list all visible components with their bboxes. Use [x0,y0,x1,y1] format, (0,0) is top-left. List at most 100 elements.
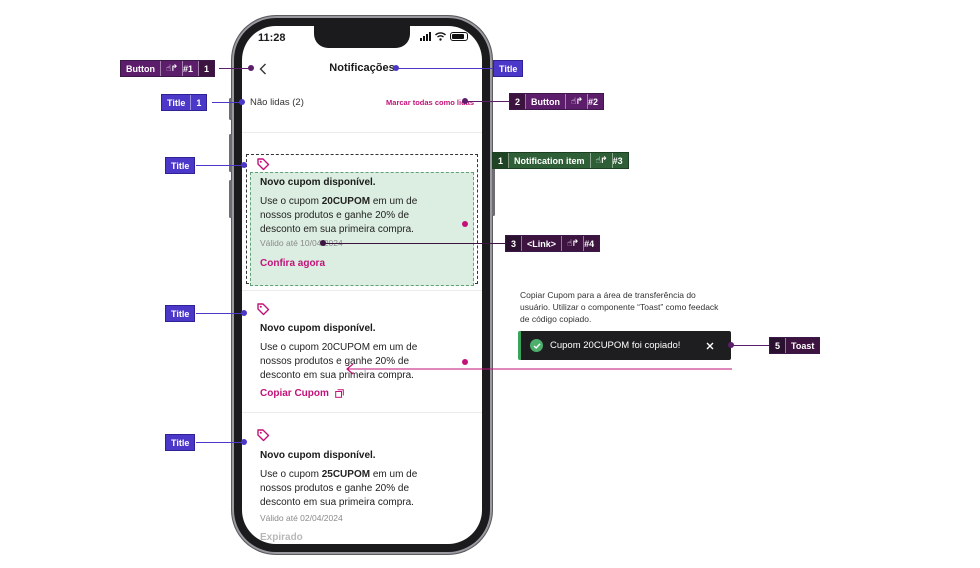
annotation-dot [320,240,326,246]
confira-agora-link[interactable]: Confira agora [260,258,326,269]
annotation-dot [393,65,399,71]
annotation-back-button: Button ☝↱ #1 1 [120,60,216,77]
divider [242,132,482,133]
annotation-connector [196,165,244,166]
body-text: em um de nossos produtos e ganhe 20% de … [260,469,418,508]
check-circle-icon [530,339,543,352]
hand-pointer-icon: ☝↱ [566,94,589,109]
notification-body: Use o cupom 25CUPOM em um de nossos prod… [260,468,436,510]
chevron-left-icon [259,63,266,75]
annotation-number: 1 [196,97,202,108]
annotation-type: Notification item [509,153,591,168]
wifi-icon [435,32,446,41]
annotation-type: Toast [791,340,815,351]
annotation-page-title: Title [493,60,524,77]
annotation-dot [239,99,245,105]
copy-coupon-button[interactable]: Copiar Cupom [260,388,344,399]
annotation-type: Title [171,437,190,448]
annotation-toast: 5 Toast [769,337,821,354]
annotation-notification-title: Title [165,434,196,451]
annotation-dot [248,65,254,71]
validity-date: Válido até 02/04/2024 [260,513,343,523]
coupon-tag-icon [257,303,270,316]
copy-to-toast-arrow [346,363,732,375]
annotation-number: 1 [199,61,215,76]
hand-pointer-icon: ☝↱ [161,61,184,76]
battery-icon [450,32,468,41]
body-text: Use o cupom [260,469,322,480]
divider [242,290,482,291]
signal-icon [420,32,431,41]
annotation-connector [212,102,242,103]
annotation-connector [731,345,769,346]
unread-title: Não lidas (2) [250,97,304,108]
phone-side-button [229,134,232,172]
annotation-type: Button [526,94,567,109]
validity-date: Válido até 10/04/2024 [260,238,343,248]
status-icons [420,32,468,41]
coupon-code: 25CUPOM [321,469,371,480]
annotation-dot [241,310,247,316]
phone-side-button [229,180,232,218]
coupon-tag-icon [257,429,270,442]
phone-side-button [492,156,495,216]
toast-close-button[interactable] [703,339,717,353]
close-icon [706,342,714,349]
back-button[interactable] [254,60,272,78]
annotation-mark-all-button: 2 Button ☝↱ #2 [509,93,605,110]
annotation-number: 5 [770,338,787,353]
annotation-dot [462,98,468,104]
unread-dot [462,359,468,365]
notification-item-highlight [250,172,474,286]
annotation-ref: #3 [612,155,623,166]
phone-screen: 11:28 Notificações Não lidas (2) Marcar … [242,26,482,544]
toast: Cupom 20CUPOM foi copiado! [518,331,731,360]
annotation-dot [241,439,247,445]
annotation-link: 3 <Link> ☝↱ #4 [505,235,601,252]
annotation-connector [397,68,493,69]
annotation-type: Title [499,63,518,74]
annotation-ref: #1 [183,61,200,76]
annotation-ref: #4 [584,238,595,249]
hand-pointer-icon: ☝↱ [562,236,585,251]
divider [242,412,482,413]
toast-message: Cupom 20CUPOM foi copiado! [550,340,681,351]
notification-item[interactable]: Novo cupom disponível. Use o cupom 25CUP… [246,428,478,543]
annotation-ref: #2 [588,96,599,107]
annotation-notification-title: Title [165,305,196,322]
hand-pointer-icon: ☝↱ [591,153,613,168]
annotation-dot [728,342,734,348]
expired-label: Expirado [260,532,303,543]
notification-body: Use o cupom 20CUPOM em um de nossos prod… [260,342,418,381]
subheader: Não lidas (2) Marcar todas como lidas [250,96,474,112]
annotation-type: Title [162,95,192,110]
annotation-type: Button [121,61,161,76]
annotation-type: Title [171,160,190,171]
unread-dot [462,221,468,227]
notch [314,26,410,48]
annotation-unread-title: Title 1 [161,94,208,111]
annotation-connector [466,101,509,102]
phone-frame: 11:28 Notificações Não lidas (2) Marcar … [229,16,495,554]
annotation-dot [241,162,247,168]
annotation-notification-item: 1 Notification item ☝↱ #3 [492,152,629,169]
page-title: Notificações [329,62,395,74]
notification-item[interactable]: Novo cupom disponível. Use o cupom 20CUP… [246,154,478,284]
mark-all-read-button[interactable]: Marcar todas como lidas [386,98,474,107]
annotation-number: 2 [510,94,527,109]
copy-icon [335,389,344,398]
annotation-connector [324,243,505,244]
status-time: 11:28 [258,32,286,44]
app-header: Notificações [242,58,482,82]
notification-title: Novo cupom disponível. [260,323,376,334]
annotation-connector [219,68,251,69]
body-text: em um de nossos produtos e ganhe 20% de … [260,196,418,235]
copy-coupon-label: Copiar Cupom [260,388,329,399]
body-text: Use o cupom [260,196,322,207]
copy-coupon-note: Copiar Cupom para a área de transferênci… [520,290,719,324]
annotation-notification-title: Title [165,157,196,174]
notification-item[interactable]: Novo cupom disponível. Use o cupom 20CUP… [246,302,478,402]
coupon-tag-icon [257,158,270,171]
annotation-connector [196,442,244,443]
annotation-connector [196,313,244,314]
